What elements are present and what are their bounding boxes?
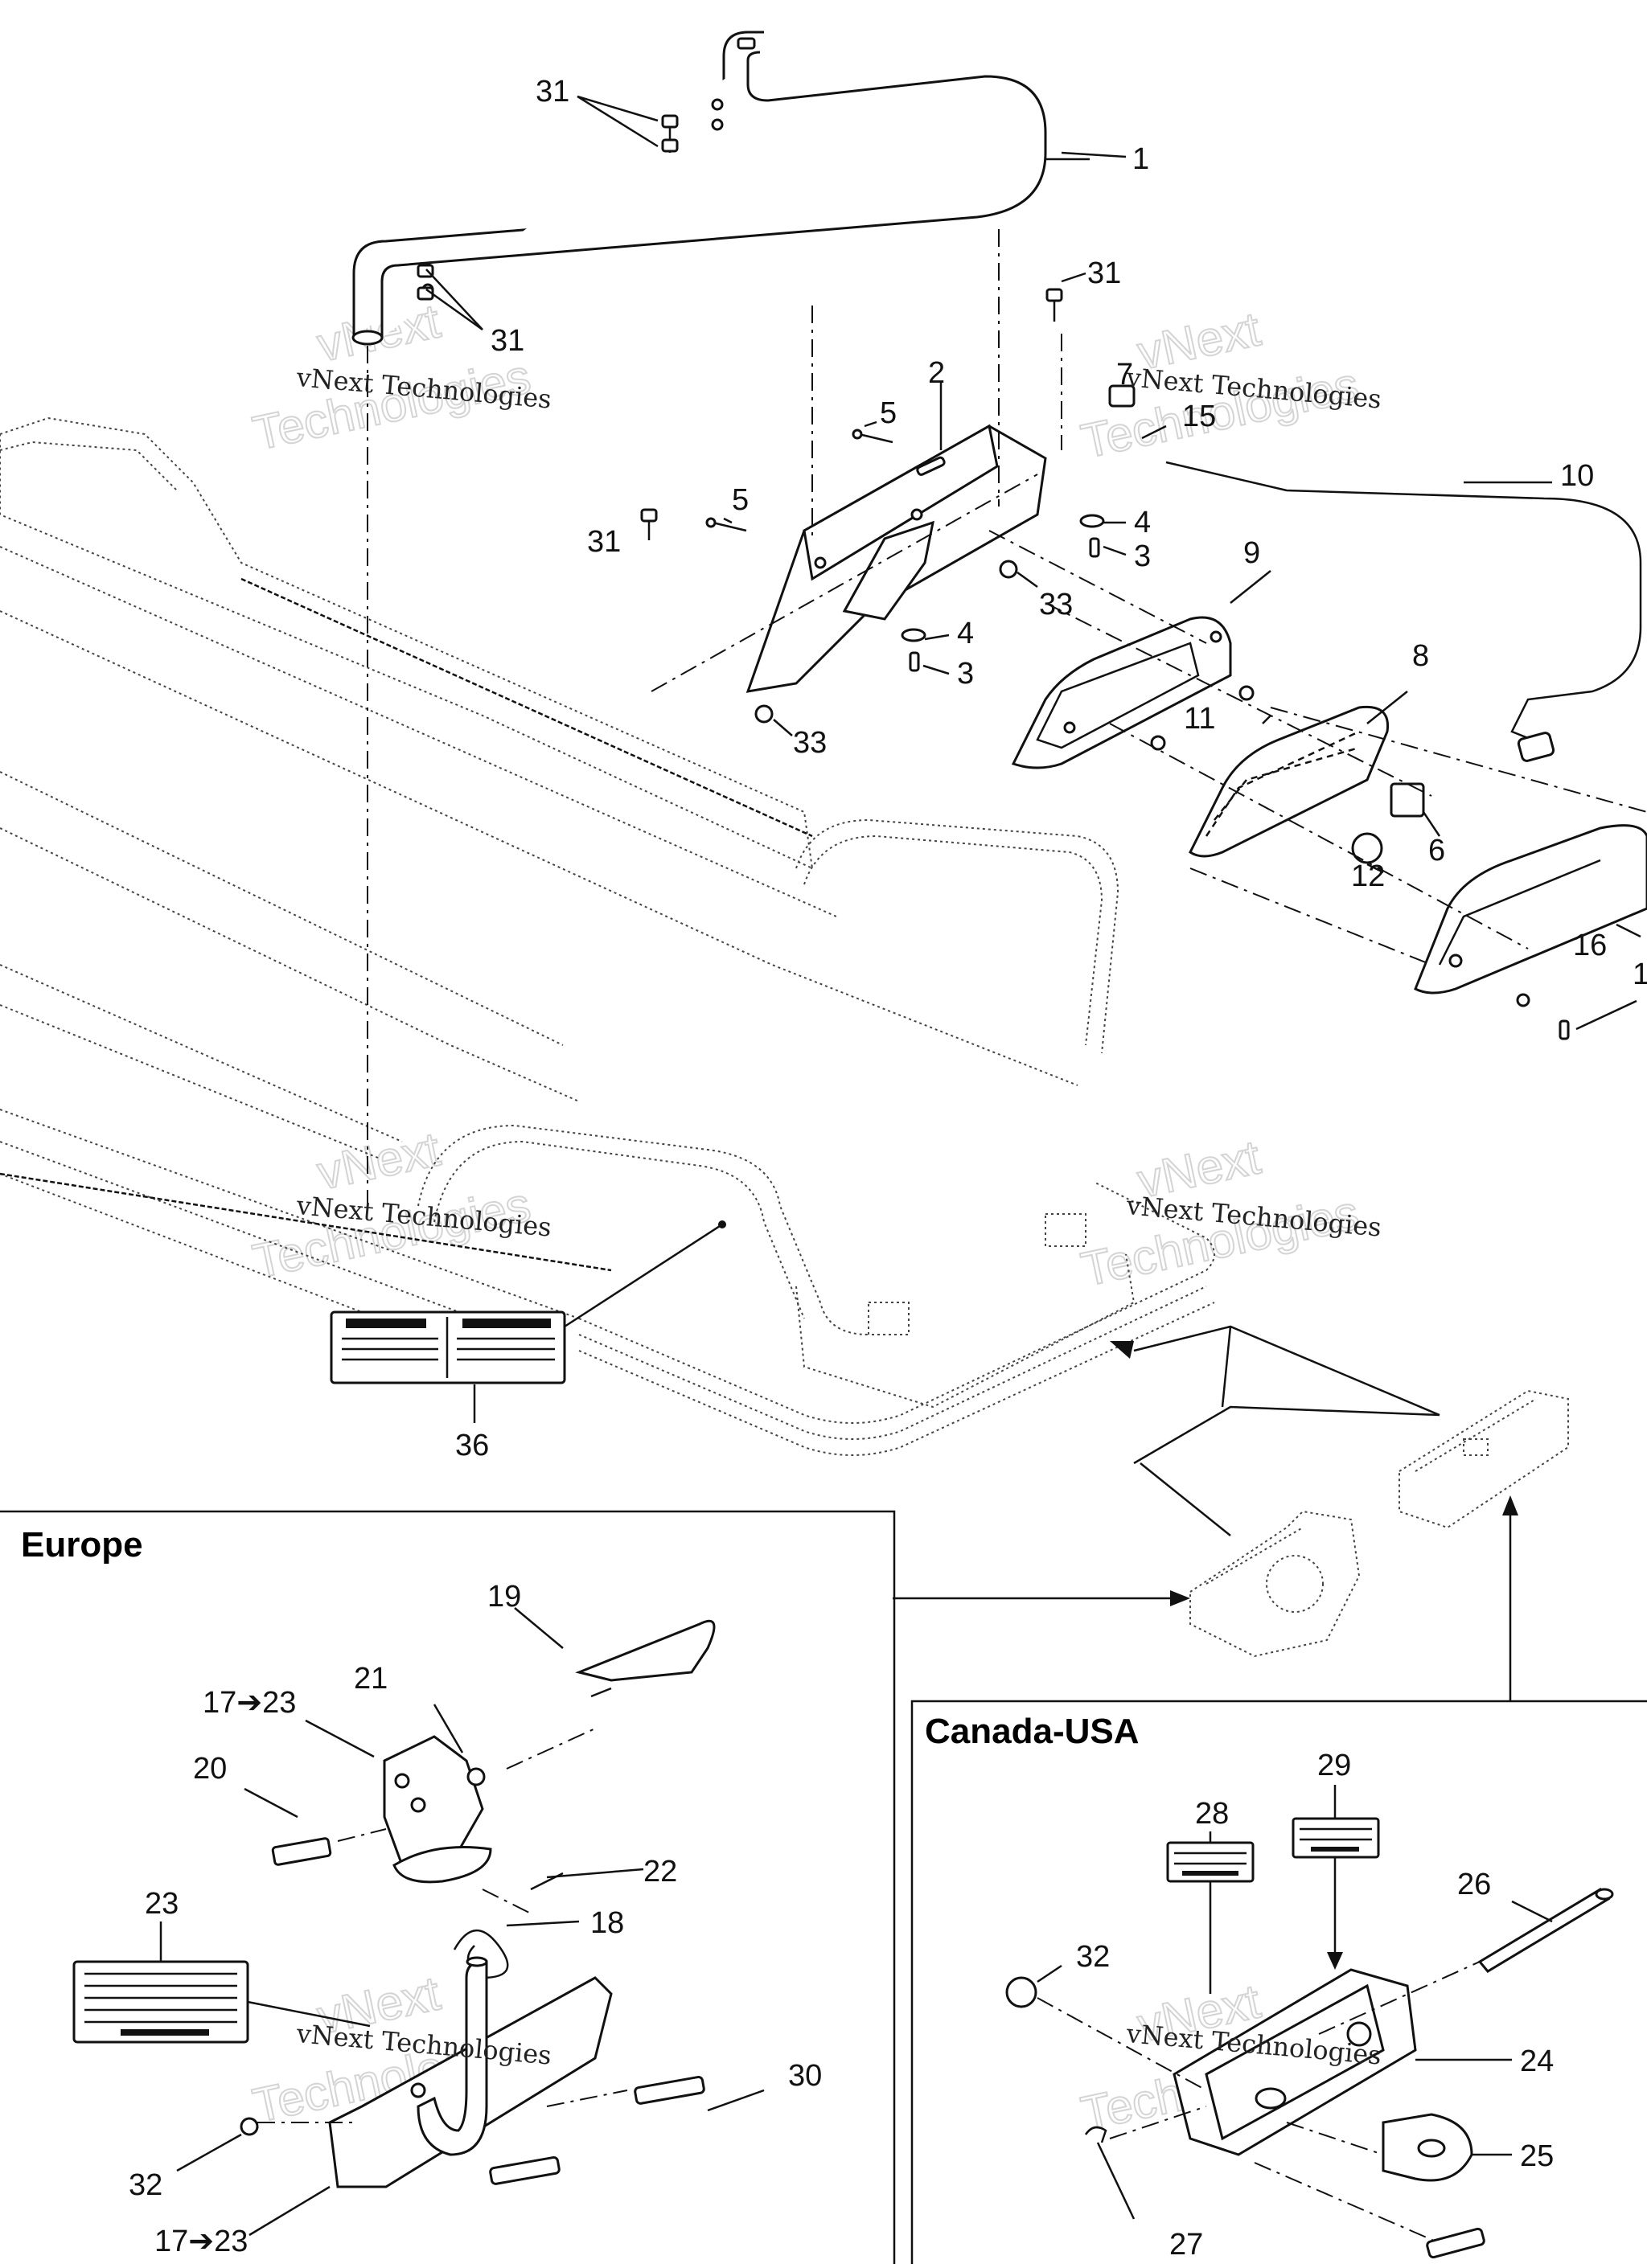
callout-4: 4 <box>1134 506 1151 539</box>
europe-title: Europe <box>21 1525 143 1565</box>
callout-23: 23 <box>145 1887 179 1921</box>
callout-12: 12 <box>1351 859 1385 893</box>
bolt-icon <box>1559 1019 1570 1040</box>
light-base-part-9 <box>1011 616 1232 769</box>
callout-3: 3 <box>1134 539 1151 573</box>
callout-22: 22 <box>643 1855 677 1889</box>
nut-icon <box>240 2117 259 2136</box>
canada-usa-title: Canada-USA <box>925 1712 1140 1751</box>
assembly-lines <box>367 229 1647 1206</box>
callout-32: 32 <box>1076 1940 1110 1974</box>
hitch-pin-icon <box>1084 2126 1107 2143</box>
callout-36: 36 <box>455 1429 489 1462</box>
nut-icon <box>1005 1976 1037 2008</box>
canada-usa-region: Canada-USA <box>910 1700 1647 2264</box>
light-bracket-part-2 <box>745 424 1047 693</box>
bulb-socket <box>1351 782 1425 864</box>
watermark-big-5: vNext <box>313 1122 445 1200</box>
callout-31: 31 <box>1087 256 1121 290</box>
callout-17-23: 17➔23 <box>203 1686 296 1720</box>
callout-1: 1 <box>1132 142 1149 176</box>
callout-15: 15 <box>1182 400 1216 433</box>
callout-2: 2 <box>928 356 945 390</box>
bolt-icon <box>1426 2227 1485 2259</box>
callout-17-23: 17➔23 <box>154 2225 248 2258</box>
lens-part-8 <box>1189 705 1390 858</box>
callout-19: 19 <box>487 1580 521 1614</box>
hitch-pin-icon <box>575 1619 716 1682</box>
grab-handle-part-1 <box>351 31 1047 346</box>
bolt-icon <box>634 2075 705 2105</box>
callout-9: 9 <box>1243 536 1260 570</box>
bolt-icon <box>909 537 1100 672</box>
callout-7: 7 <box>1116 358 1133 392</box>
bolt-icon <box>661 114 679 153</box>
harness-part-10 <box>1108 384 1642 762</box>
callout-30: 30 <box>788 2059 822 2093</box>
callout-31: 31 <box>491 324 524 358</box>
bolt-icon <box>271 1837 332 1866</box>
callout-31: 31 <box>587 525 621 559</box>
nut-icon <box>466 1767 486 1786</box>
callout-numbers: 31 1 31 31 2 5 7 15 10 5 31 4 3 9 33 4 3… <box>129 75 1647 2262</box>
callout-20: 20 <box>193 1752 227 1786</box>
europe-hitch-parts <box>72 1607 765 2237</box>
bolt-icon <box>705 429 893 532</box>
callout-27: 27 <box>1169 2228 1203 2262</box>
callout-16: 16 <box>1573 929 1607 962</box>
callout-26: 26 <box>1457 1868 1491 1901</box>
socket-icon <box>1390 782 1425 818</box>
callout-leaders-upper <box>425 95 1641 1031</box>
callout-18: 18 <box>590 1906 624 1940</box>
callout-11: 11 <box>1184 702 1215 736</box>
callout-33: 33 <box>793 726 827 760</box>
bolt-icon <box>489 2155 561 2185</box>
callout-5: 5 <box>732 483 749 517</box>
callout-32: 32 <box>129 2168 162 2202</box>
europe-region: Europe <box>0 1510 896 2264</box>
callout-33: 33 <box>1039 588 1073 621</box>
canada-usa-hitch-parts <box>1005 1785 1614 2259</box>
callout-6: 6 <box>1428 834 1445 867</box>
callout-8: 8 <box>1412 639 1429 673</box>
outer-lens-part-16 <box>1414 824 1647 995</box>
callout-28: 28 <box>1195 1797 1229 1831</box>
callout-1: 1 <box>1633 958 1647 991</box>
callout-31: 31 <box>536 75 569 109</box>
callout-5: 5 <box>880 396 897 430</box>
callout-21: 21 <box>354 1662 388 1696</box>
connector-part-7 <box>1108 384 1136 408</box>
decal-part-36 <box>330 1220 726 1423</box>
bulb-icon <box>1351 832 1383 864</box>
bolt-icon <box>1045 288 1063 322</box>
callout-25: 25 <box>1520 2139 1554 2173</box>
bolt-icon <box>661 138 679 153</box>
callout-29: 29 <box>1317 1749 1351 1782</box>
hitch-preview <box>893 1325 1569 1700</box>
callout-10: 10 <box>1560 459 1594 493</box>
hardware <box>417 114 1570 1040</box>
sled-frame <box>0 416 1215 1456</box>
callout-3: 3 <box>957 657 974 691</box>
bolt-icon <box>640 508 658 540</box>
callout-24: 24 <box>1520 2044 1554 2078</box>
callout-4: 4 <box>957 617 974 650</box>
washer-icon <box>901 514 1105 642</box>
nut-icon <box>754 560 1530 1007</box>
